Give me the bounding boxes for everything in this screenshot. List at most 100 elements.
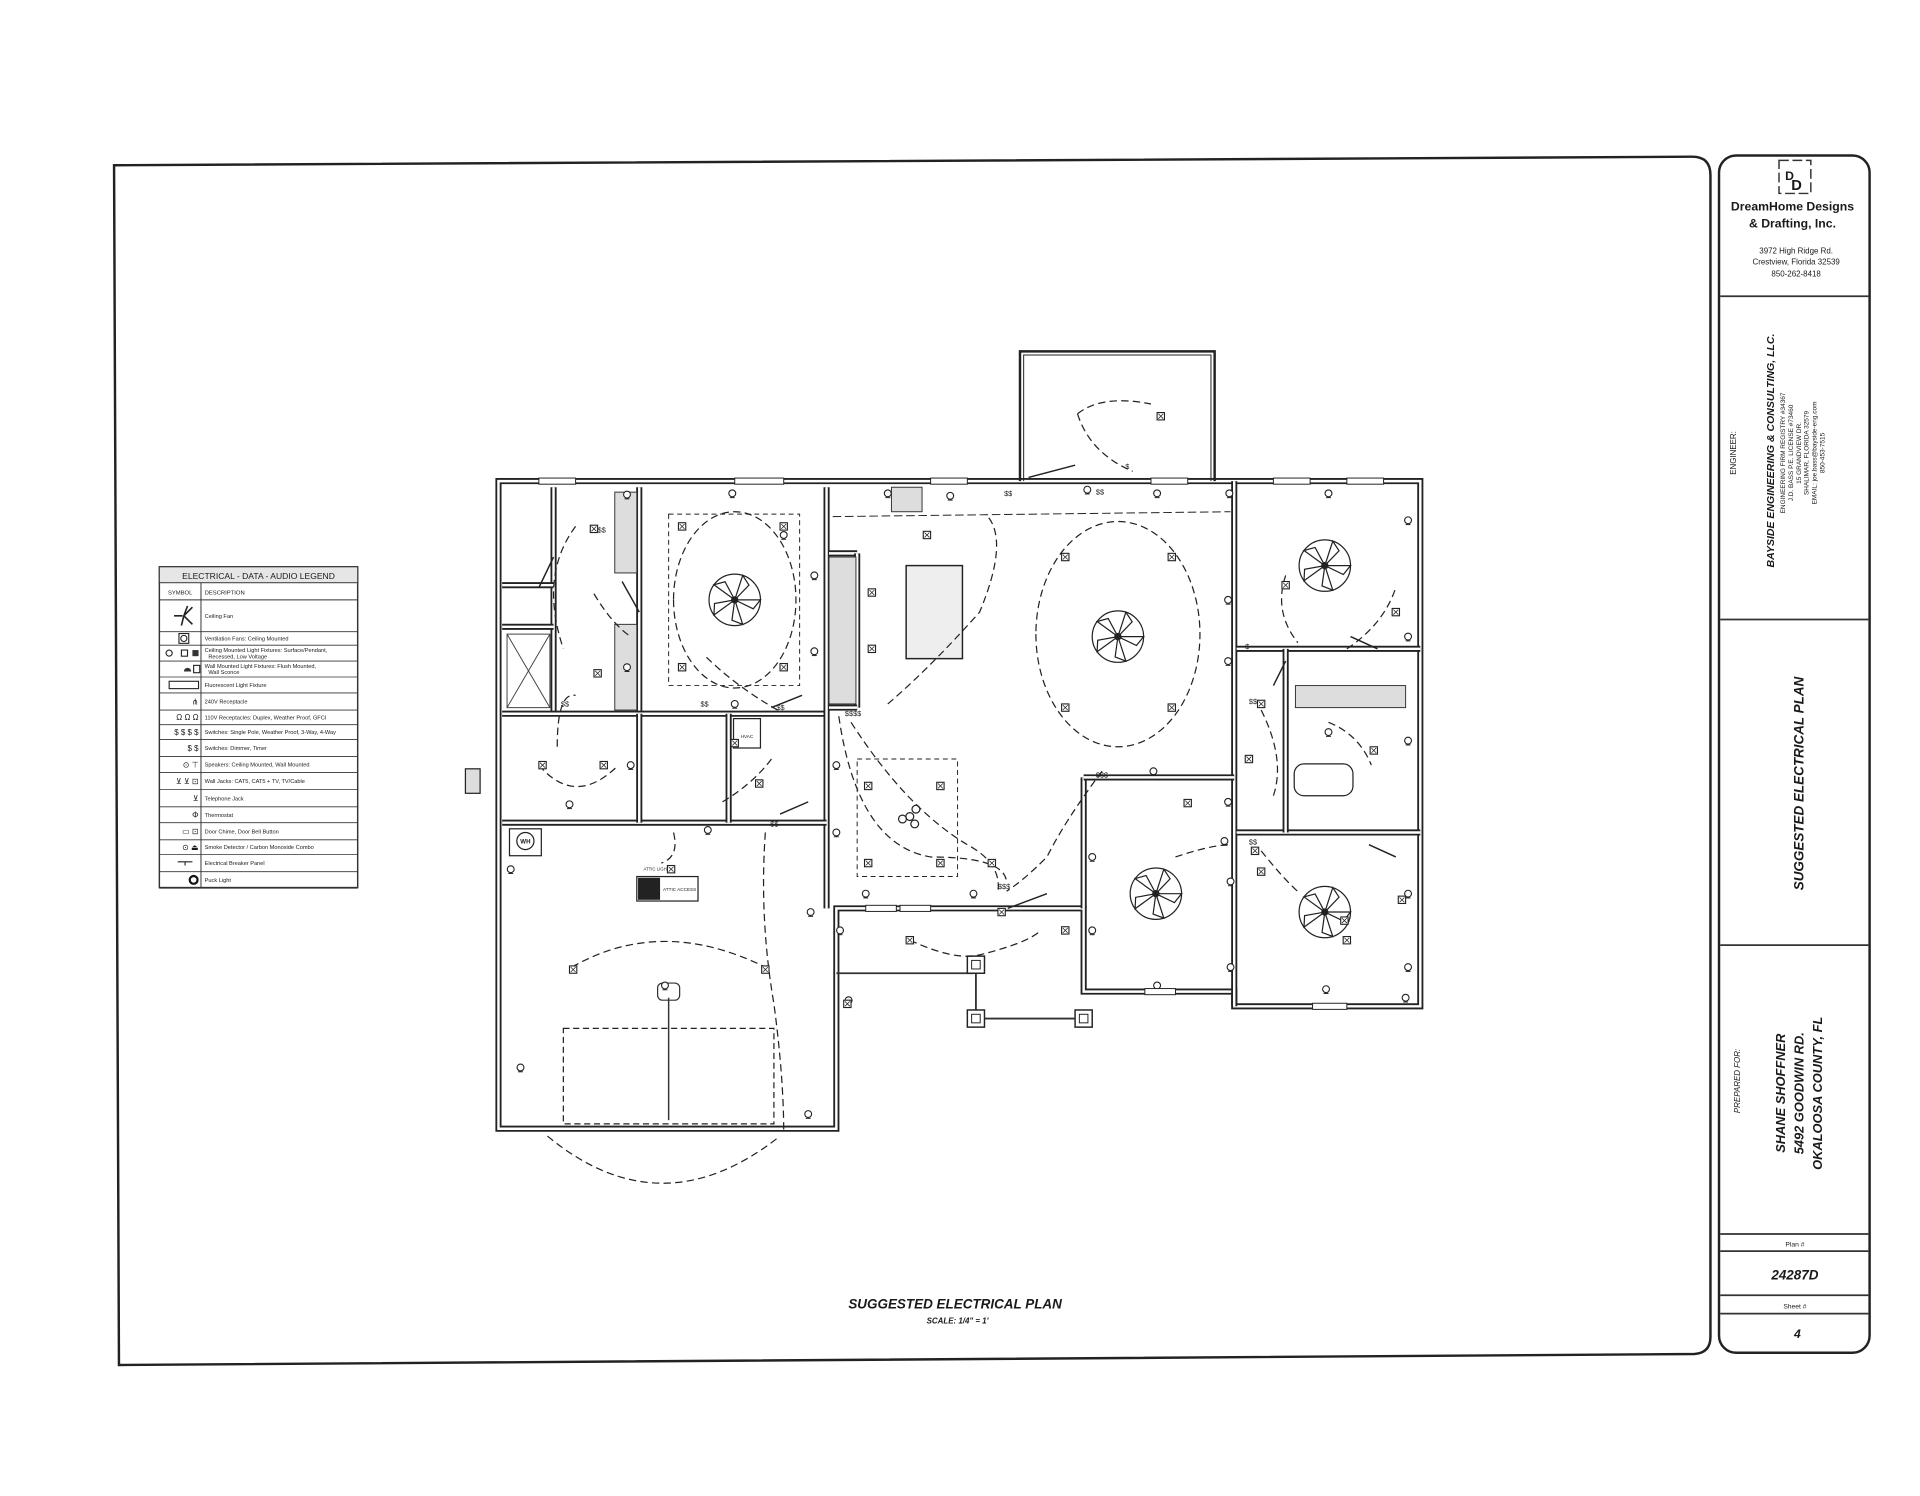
receptacle-icon (861, 889, 870, 899)
receptacle-body (946, 491, 955, 500)
attic-access-hatch (638, 877, 661, 900)
light-x (732, 740, 738, 746)
switch-leg-wire (1035, 520, 1201, 748)
breaker-panel-icon (177, 861, 193, 866)
ceiling-light-icon (1397, 895, 1407, 905)
legend-description: Wall Jacks: CAT5, CAT5 + TV, TV/Cable (205, 779, 305, 785)
legend-row: Ceiling Fan (159, 605, 358, 633)
fan-blade (1302, 893, 1326, 913)
legend-description: Speakers: Ceiling Mounted, Wall Mounted (205, 763, 310, 769)
drawing-title: SUGGESTED ELECTRICAL PLAN (848, 1297, 1062, 1312)
switch-icon: $$$$ (845, 709, 861, 718)
fan-blade (1096, 635, 1119, 653)
switch-icon: $$$ (998, 882, 1010, 891)
receptacle-icon (1404, 516, 1413, 526)
receptacle-icon (506, 865, 515, 874)
door-swing (1368, 844, 1397, 858)
attic-access-label: ATTIC ACCESS (663, 887, 696, 892)
receptacle-icon (832, 828, 841, 838)
fan-blade (1155, 867, 1171, 895)
light-x (998, 909, 1005, 915)
receptacle-body (1404, 889, 1413, 898)
switch-leg-wire (1346, 587, 1397, 650)
drawing-border (112, 155, 1712, 1367)
ceiling-light-icon (1342, 935, 1352, 945)
receptacle-icon (969, 889, 978, 899)
light-x (570, 966, 576, 973)
door-swing (771, 694, 803, 709)
ceiling-light-icon (593, 669, 602, 678)
fan-blade (1303, 911, 1326, 929)
receptacle-body (1401, 993, 1410, 1002)
legend-description: Puck Light (205, 878, 232, 884)
light-x (591, 526, 597, 532)
company-address: 3972 High Ridge Rd. (1759, 246, 1833, 255)
receptacle-body (730, 699, 739, 708)
ceiling-light-icon (1391, 607, 1401, 617)
ceiling-light-icon (1156, 412, 1165, 421)
switch-icon: $$ (598, 526, 606, 535)
receptacle-body (1088, 926, 1097, 935)
porch-post-inner (1078, 1013, 1089, 1024)
fan-blade (1152, 893, 1165, 920)
ceiling-light-icon (1369, 746, 1379, 755)
receptacle-icon (1324, 489, 1333, 499)
company-name-line2: & Drafting, Inc. (1749, 217, 1836, 231)
company-name: DreamHome Designs (1731, 200, 1854, 214)
company-phone: 850-262-8418 (1771, 270, 1821, 279)
door-chime-icon: ▭ ⊡ (182, 827, 198, 836)
receptacle-body (1324, 489, 1333, 498)
switch-icon: $$ (770, 819, 778, 828)
window (1312, 1002, 1348, 1010)
switch-leg-wire (1006, 770, 1103, 892)
fan-blade (1321, 565, 1334, 592)
light-x (869, 589, 875, 596)
porch-post (966, 955, 986, 974)
receptacle-icon (810, 647, 819, 657)
light-x (937, 860, 944, 866)
window (899, 904, 932, 912)
switch-leg-wire (909, 929, 1042, 957)
light-x (1169, 704, 1175, 711)
front-porch-beam (836, 972, 1084, 1020)
chandelier-icon (897, 804, 921, 829)
attic-light-label: ATTIC LIGHT (644, 866, 670, 871)
door-swing (1028, 464, 1076, 479)
svg-text:D: D (1785, 169, 1794, 183)
soffit-line (832, 511, 1231, 518)
porch-post-inner (971, 959, 981, 970)
ceiling-light-icon (1061, 703, 1070, 712)
receptacle-body (883, 489, 892, 498)
dining-tray-ceiling (856, 758, 959, 878)
receptacle-body (832, 761, 841, 770)
ceiling-light-icon (922, 530, 932, 540)
tray-ceiling (668, 513, 801, 687)
receptacle-icon (1226, 963, 1235, 972)
rear-porch (1018, 350, 1216, 482)
shower (506, 633, 551, 709)
engineer-label: ENGINEER: (1729, 431, 1738, 475)
light-x (679, 523, 685, 530)
light-x (1341, 917, 1348, 924)
switch-leg-wire (887, 513, 998, 705)
thermostat-icon: Φ (192, 811, 198, 820)
ceiling-fan-icon (174, 605, 193, 626)
fan-hub (1114, 632, 1122, 641)
rear-porch-inner (1023, 354, 1212, 482)
receptacle-body (1224, 595, 1233, 604)
fan-blade (1134, 893, 1157, 911)
legend-row: Ventilation Fans: Ceiling Mounted (159, 632, 358, 646)
fan-blade (731, 599, 744, 626)
legend-row: Electrical Breaker Panel (159, 861, 358, 873)
fan-blade (1114, 636, 1127, 663)
receptacle-body (1153, 981, 1162, 990)
fan-blade (734, 574, 750, 601)
window (1150, 477, 1189, 485)
ceiling-light-icon (589, 524, 599, 534)
fan-blade (1303, 564, 1326, 582)
porch-post (1074, 1009, 1093, 1028)
light-x (1258, 868, 1264, 875)
fan-hub (1321, 908, 1329, 916)
ceiling-light-icon (987, 858, 997, 868)
